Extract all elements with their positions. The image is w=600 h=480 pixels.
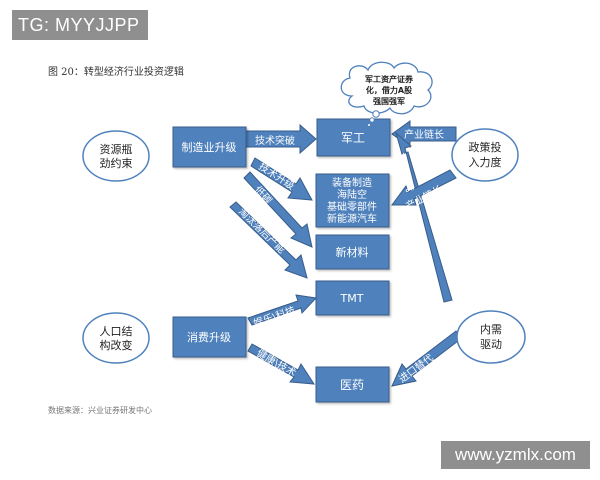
label-tmt: TMT [340, 292, 364, 305]
circle-policy [451, 128, 519, 182]
arrow-low-carbon [243, 171, 313, 248]
arrow-entertainment-tech [247, 294, 318, 326]
label-policy-1: 政策投 [469, 140, 502, 154]
cloud-line-1: 军工资产证券 [365, 74, 414, 84]
box-consumption-upgrade [172, 316, 247, 358]
figure-title: 图 20：转型经济行业投资逻辑 [48, 67, 184, 78]
label-equipment-2: 海陆空 [337, 188, 367, 201]
label-domestic-1: 内需 [480, 322, 502, 336]
cloud-callout [340, 61, 433, 127]
source-note: 数据来源：兴业证券研发中心 [48, 406, 152, 415]
label-resources-1: 资源瓶 [100, 142, 133, 156]
label-medicine: 医药 [340, 378, 364, 392]
circle-resources [82, 130, 150, 182]
arrow-import-substitute-1 [395, 131, 453, 303]
arrow-industry-chain-2 [391, 169, 457, 206]
arrow-health-tech [247, 343, 315, 385]
label-manufacturing-upgrade: 制造业升级 [182, 140, 237, 154]
arrow-tech-upgrade [250, 157, 313, 201]
box-medicine [315, 366, 390, 403]
label-resources-2: 劲约束 [100, 157, 133, 170]
label-new-materials: 新材料 [336, 245, 369, 259]
cloud-line-3: 强国强军 [373, 96, 405, 106]
arrow-label-entertainment-tech: 娱乐\科技 [252, 303, 297, 329]
label-equipment-3: 基础零部件 [327, 200, 377, 213]
label-domestic-2: 驱动 [480, 338, 502, 351]
watermark-bottom-right: www.yzmlx.com [441, 441, 590, 469]
label-consumption-upgrade: 消费升级 [187, 330, 231, 344]
circle-population [82, 312, 150, 364]
watermark-top-left: TG: MYYJJPP [12, 10, 148, 40]
arrow-eliminate-capacity [229, 201, 308, 279]
arrow-label-tech-breakthrough: 技术突破 [255, 134, 295, 147]
label-equipment-1: 装备制造 [332, 176, 372, 189]
cloud-line-2: 化，借力A股 [366, 85, 412, 95]
box-military [316, 118, 391, 157]
label-population-1: 人口结 [100, 325, 133, 338]
box-tmt [315, 280, 390, 316]
label-equipment-4: 新能源汽车 [327, 212, 377, 225]
arrow-label-industry-chain-1: 产业链长 [404, 128, 444, 141]
label-policy-2: 入力度 [469, 155, 502, 169]
arrow-tech-breakthrough [245, 123, 317, 155]
arrow-label-health-tech: 健康\技术 [255, 346, 299, 379]
circle-domestic [456, 310, 526, 364]
arrow-import-substitute-2 [391, 330, 463, 387]
label-military: 军工 [341, 131, 365, 145]
label-population-2: 构改变 [100, 338, 133, 352]
box-manufacturing-upgrade [172, 126, 247, 168]
box-equipment [315, 173, 390, 228]
box-new-materials [315, 234, 390, 270]
